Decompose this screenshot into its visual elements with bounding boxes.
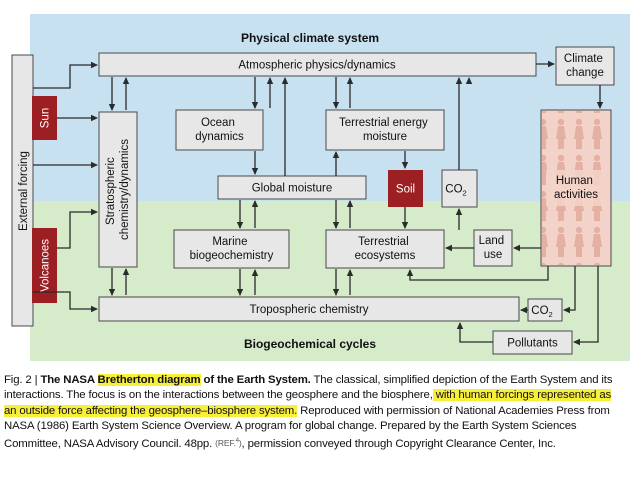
- soil-label: Soil: [396, 184, 415, 196]
- ocean-dynamics-box: [175, 109, 264, 151]
- human-activities-label-bg: [546, 170, 606, 206]
- external-forcing-box: [11, 54, 34, 327]
- arrow-human-to-co2-lower: [563, 266, 576, 314]
- arrow-volcano-to-strat: [57, 208, 98, 249]
- arrow-forcing-to-atmos: [33, 61, 98, 89]
- stratospheric-chemistry-label: Stratospheric chemistry/dynamics: [105, 139, 131, 240]
- volcanoes-label: Volcanoes: [40, 239, 52, 292]
- marine-biogeochemistry-box: [173, 229, 290, 269]
- figure-caption: Fig. 2 | The NASA Bretherton diagram of …: [4, 373, 626, 452]
- climate-change-box: [555, 46, 615, 86]
- arrow-human-to-terr-eco-low: [406, 266, 549, 281]
- marine-biogeochemistry-label: Marine biogeochemistry: [190, 236, 274, 262]
- climate-change-label: Climate change: [564, 53, 606, 79]
- caption-title-b: of the Earth System.: [200, 374, 311, 386]
- land-use-box: [473, 229, 513, 267]
- ocean-dynamics-label: Ocean dynamics: [195, 117, 244, 143]
- connector-arrows: [33, 60, 604, 346]
- volcanoes-box: [32, 228, 57, 303]
- arrow-human-to-pollutants: [573, 266, 599, 346]
- land-use-label: Land use: [479, 235, 508, 261]
- caption-fig-label: Fig. 2 |: [4, 374, 41, 386]
- external-forcing-label: External forcing: [18, 151, 30, 231]
- global-moisture-box: [217, 175, 367, 200]
- caption-title-a: The NASA: [40, 374, 98, 386]
- sun-label: Sun: [40, 108, 52, 128]
- global-moisture-label: Global moisture: [252, 183, 333, 195]
- co2-upper-label: CO2: [445, 184, 466, 198]
- physical-climate-title: Physical climate system: [241, 31, 379, 45]
- caption-ref: (REF.4): [215, 438, 242, 449]
- terrestrial-energy-box: [325, 109, 445, 151]
- caption-text-b: Reproduced with permission of National A…: [4, 404, 610, 450]
- co2-lower-label: CO2: [531, 305, 552, 319]
- caption-title-highlight: Bretherton diagram: [97, 374, 201, 386]
- soil-box: [388, 170, 423, 207]
- atmospheric-physics-label: Atmospheric physics/dynamics: [238, 60, 395, 72]
- stratospheric-chemistry-box: [98, 111, 138, 268]
- pollutants-label: Pollutants: [507, 338, 558, 350]
- caption-text-a: The classical, simplified depiction of t…: [4, 374, 613, 402]
- biogeochemical-title: Biogeochemical cycles: [244, 337, 376, 351]
- human-activities-label: Human activities: [554, 175, 598, 201]
- co2-upper-box: [441, 169, 478, 208]
- terrestrial-ecosystems-box: [325, 229, 445, 269]
- arrow-pollutants-to-trop: [456, 322, 493, 343]
- sun-box: [32, 96, 57, 140]
- bretherton-diagram: Physical climate system Biogeochemical c…: [11, 14, 630, 361]
- terrestrial-ecosystems-label: Terrestrial ecosystems: [355, 236, 416, 262]
- terrestrial-energy-label: Terrestrial energy moisture: [339, 117, 431, 143]
- tropospheric-chemistry-box: [98, 296, 520, 322]
- caption-text-c: , permission conveyed through Copyright …: [241, 437, 556, 450]
- arrow-forcing-to-trop: [33, 291, 98, 313]
- tropospheric-chemistry-label: Tropospheric chemistry: [249, 304, 368, 316]
